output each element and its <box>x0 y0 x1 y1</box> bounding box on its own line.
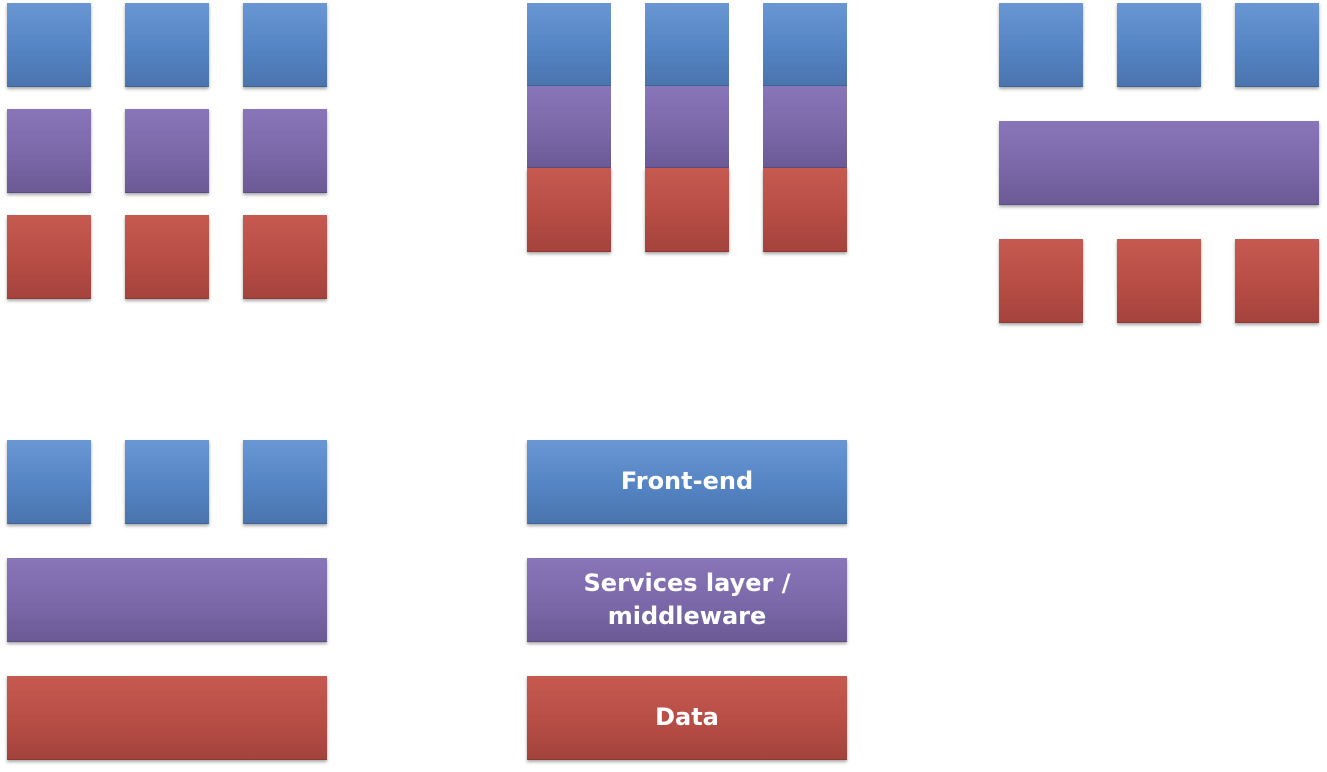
services-block <box>243 109 327 193</box>
services-label: Services layer / middleware <box>584 567 791 632</box>
data-block <box>243 215 327 299</box>
data-block <box>1235 239 1319 323</box>
data-block <box>125 215 209 299</box>
data-block <box>7 215 91 299</box>
data-block <box>763 168 847 252</box>
front-end-block <box>125 440 209 524</box>
services-block <box>645 86 729 168</box>
shared-data-layer <box>7 676 327 760</box>
data-block <box>999 239 1083 323</box>
front-end-layer: Front-end <box>527 440 847 524</box>
data-block <box>1117 239 1201 323</box>
front-end-block <box>243 3 327 87</box>
services-block <box>527 86 611 168</box>
shared-services-layer <box>999 121 1319 205</box>
front-end-block <box>7 440 91 524</box>
front-end-block <box>1235 3 1319 87</box>
services-block <box>7 109 91 193</box>
front-end-block <box>243 440 327 524</box>
front-end-block <box>7 3 91 87</box>
front-end-block <box>125 3 209 87</box>
services-label-line2: middleware <box>607 601 767 630</box>
front-end-block <box>999 3 1083 87</box>
data-label: Data <box>655 703 719 732</box>
front-end-block <box>1117 3 1201 87</box>
data-layer: Data <box>527 676 847 760</box>
shared-services-layer <box>7 558 327 642</box>
front-end-block <box>527 3 611 86</box>
front-end-label: Front-end <box>620 467 754 496</box>
front-end-block <box>763 3 847 86</box>
front-end-block <box>645 3 729 86</box>
services-block <box>763 86 847 168</box>
services-block <box>125 109 209 193</box>
services-label-line1: Services layer / <box>583 569 791 598</box>
data-block <box>527 168 611 252</box>
services-layer: Services layer / middleware <box>527 558 847 642</box>
data-block <box>645 168 729 252</box>
